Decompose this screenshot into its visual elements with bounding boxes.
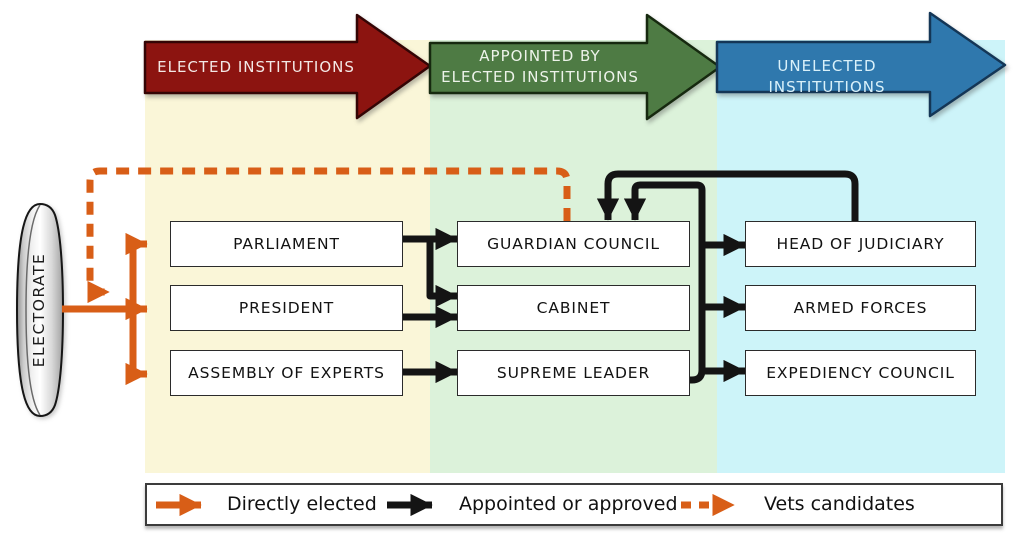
legend-label-vets-candidates: Vets candidates	[764, 493, 915, 515]
appointed-institutions-banner-arrow	[428, 13, 722, 121]
node-armed-forces: ARMED FORCES	[745, 285, 976, 331]
unelected-institutions-banner-arrow	[715, 11, 1007, 118]
legend-box: Directly elected Appointed or approved V…	[145, 483, 1003, 526]
legend-directly-elected-arrow	[156, 494, 202, 516]
electorate-cylinder	[15, 202, 65, 418]
header-arrows	[143, 11, 1007, 121]
legend-appointed-arrow	[387, 494, 433, 516]
legend-vets-candidates-arrow	[681, 494, 735, 516]
electorate-label: ELECTORATE	[30, 252, 48, 368]
node-supreme-leader: SUPREME LEADER	[457, 350, 690, 396]
node-guardian-council: GUARDIAN COUNCIL	[457, 221, 690, 267]
node-parliament: PARLIAMENT	[170, 221, 403, 267]
elected-institutions-banner-arrow	[143, 13, 432, 120]
node-expediency-council: EXPEDIENCY COUNCIL	[745, 350, 976, 396]
node-cabinet: CABINET	[457, 285, 690, 331]
legend-label-appointed-or-approved: Appointed or approved	[459, 493, 678, 515]
electorate-cylinder-rim	[25, 204, 41, 416]
legend-label-directly-elected: Directly elected	[227, 493, 377, 515]
node-head-of-judiciary: HEAD OF JUDICIARY	[745, 221, 976, 267]
node-president: PRESIDENT	[170, 285, 403, 331]
node-assembly-of-experts: ASSEMBLY OF EXPERTS	[170, 350, 403, 396]
